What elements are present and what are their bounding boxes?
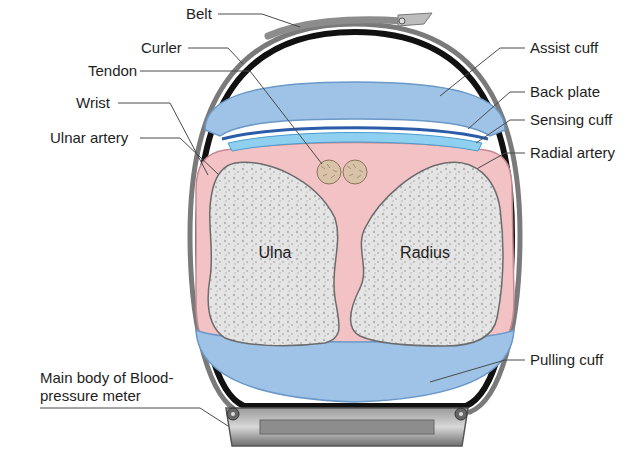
part-label: Main body of Blood-pressure meter xyxy=(40,369,205,405)
part-label: Pulling cuff xyxy=(530,352,603,368)
part-label: Tendon xyxy=(88,63,137,79)
bone-section: Ulna xyxy=(205,158,345,348)
bone-name: Ulna xyxy=(255,240,296,266)
bone-name: Radius xyxy=(396,240,454,266)
part-label: Sensing cuff xyxy=(530,112,612,128)
part-label: Curler xyxy=(141,40,182,56)
part-label: Belt xyxy=(186,6,212,22)
part-label: Back plate xyxy=(530,84,600,100)
bone-section: Radius xyxy=(345,158,505,348)
part-label: Ulnar artery xyxy=(50,130,128,146)
part-label: Radial artery xyxy=(530,145,615,161)
part-label: Assist cuff xyxy=(530,40,598,56)
part-label: Wrist xyxy=(76,95,110,111)
